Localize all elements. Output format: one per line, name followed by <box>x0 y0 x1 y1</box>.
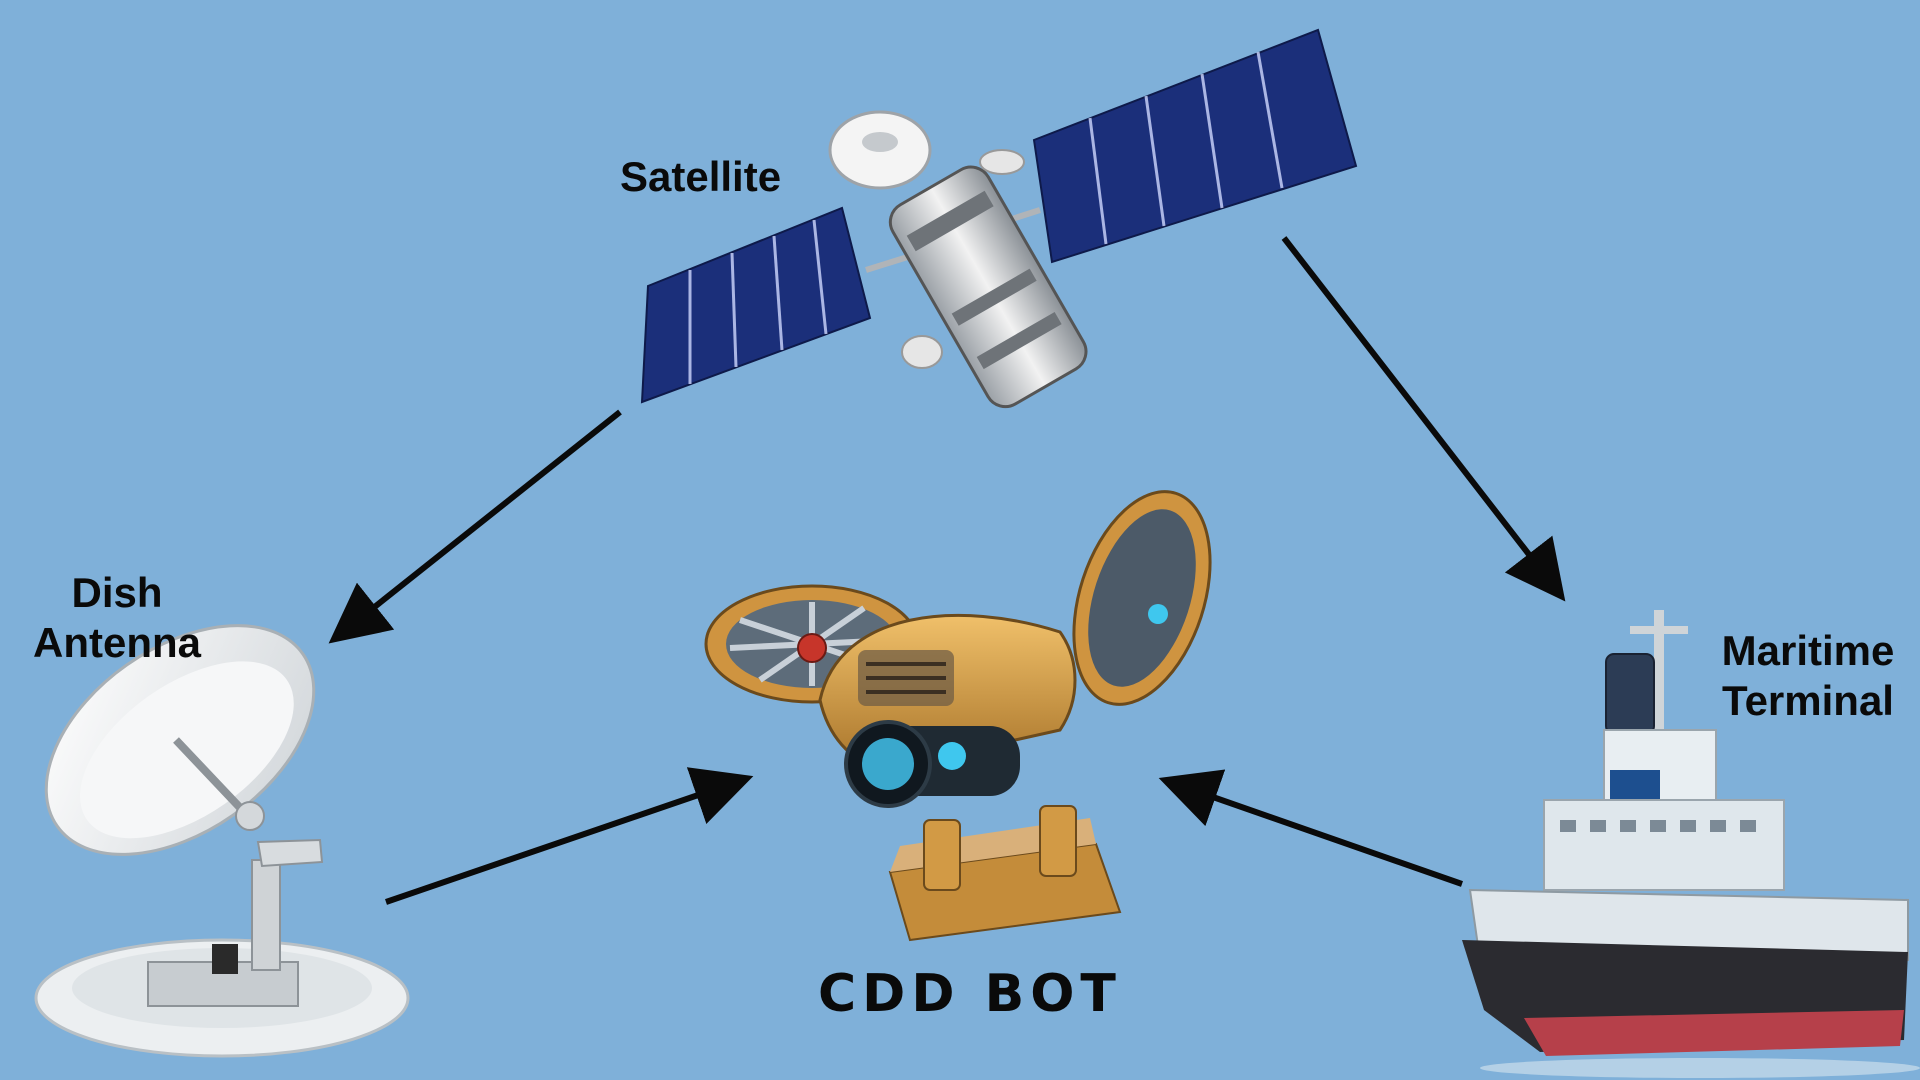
maritime-terminal-label-line1: Maritime <box>1721 627 1895 674</box>
satellite-icon <box>640 28 1358 409</box>
arrow-satellite-to-dish <box>328 409 622 644</box>
arrow-dish-to-bot <box>385 767 754 905</box>
maritime-terminal-label-line2: Terminal <box>1722 677 1894 725</box>
arrow-satellite-to-maritime <box>1281 236 1566 602</box>
dish-antenna-label: Dish Antenna <box>32 568 202 669</box>
cdd-bot-icon <box>704 490 1212 942</box>
maritime-ship-icon <box>1462 610 1920 1078</box>
arrow-maritime-to-bot <box>1158 769 1463 887</box>
dish-antenna-label-line1: Dish <box>71 569 163 616</box>
maritime-terminal-label: Maritime Terminal <box>1714 626 1902 727</box>
cdd-bot-label: CDD BOT <box>818 964 1122 1024</box>
satellite-label: Satellite <box>620 153 782 200</box>
dish-antenna-icon <box>34 624 410 1058</box>
dish-antenna-label-line2: Antenna <box>33 619 201 667</box>
